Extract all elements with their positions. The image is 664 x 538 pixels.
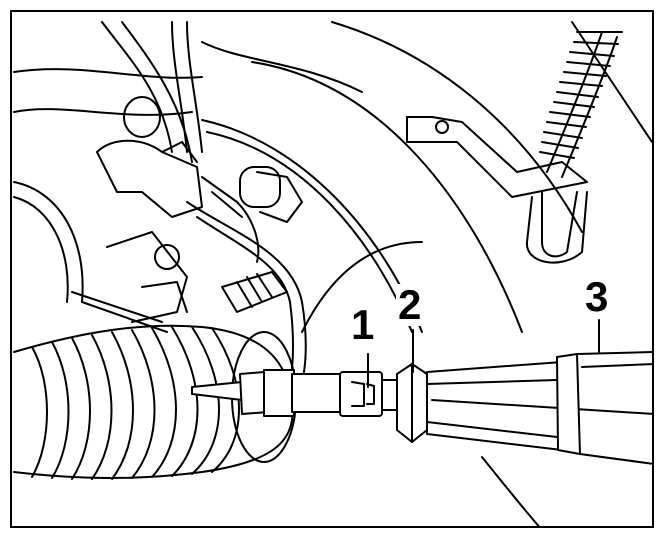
callout-2: 2 [396,281,424,328]
lock-nut [396,363,428,443]
tie-rod-drawing [13,21,652,526]
tie-rod-shaft [191,369,398,417]
suspension-cluster [13,96,303,333]
outer-tie-rod [426,351,652,465]
brake-hose-edge [196,216,294,383]
illustration-frame [10,10,654,528]
cable-bracket [406,116,588,264]
steering-boot [13,324,297,480]
right-edge-line [571,21,652,143]
coiled-spring [539,31,623,178]
callout-3: 3 [583,273,611,320]
leader-lines [367,319,600,388]
brake-hose [186,201,307,383]
callout-1: 1 [349,301,377,348]
upper-hoses [13,21,363,163]
